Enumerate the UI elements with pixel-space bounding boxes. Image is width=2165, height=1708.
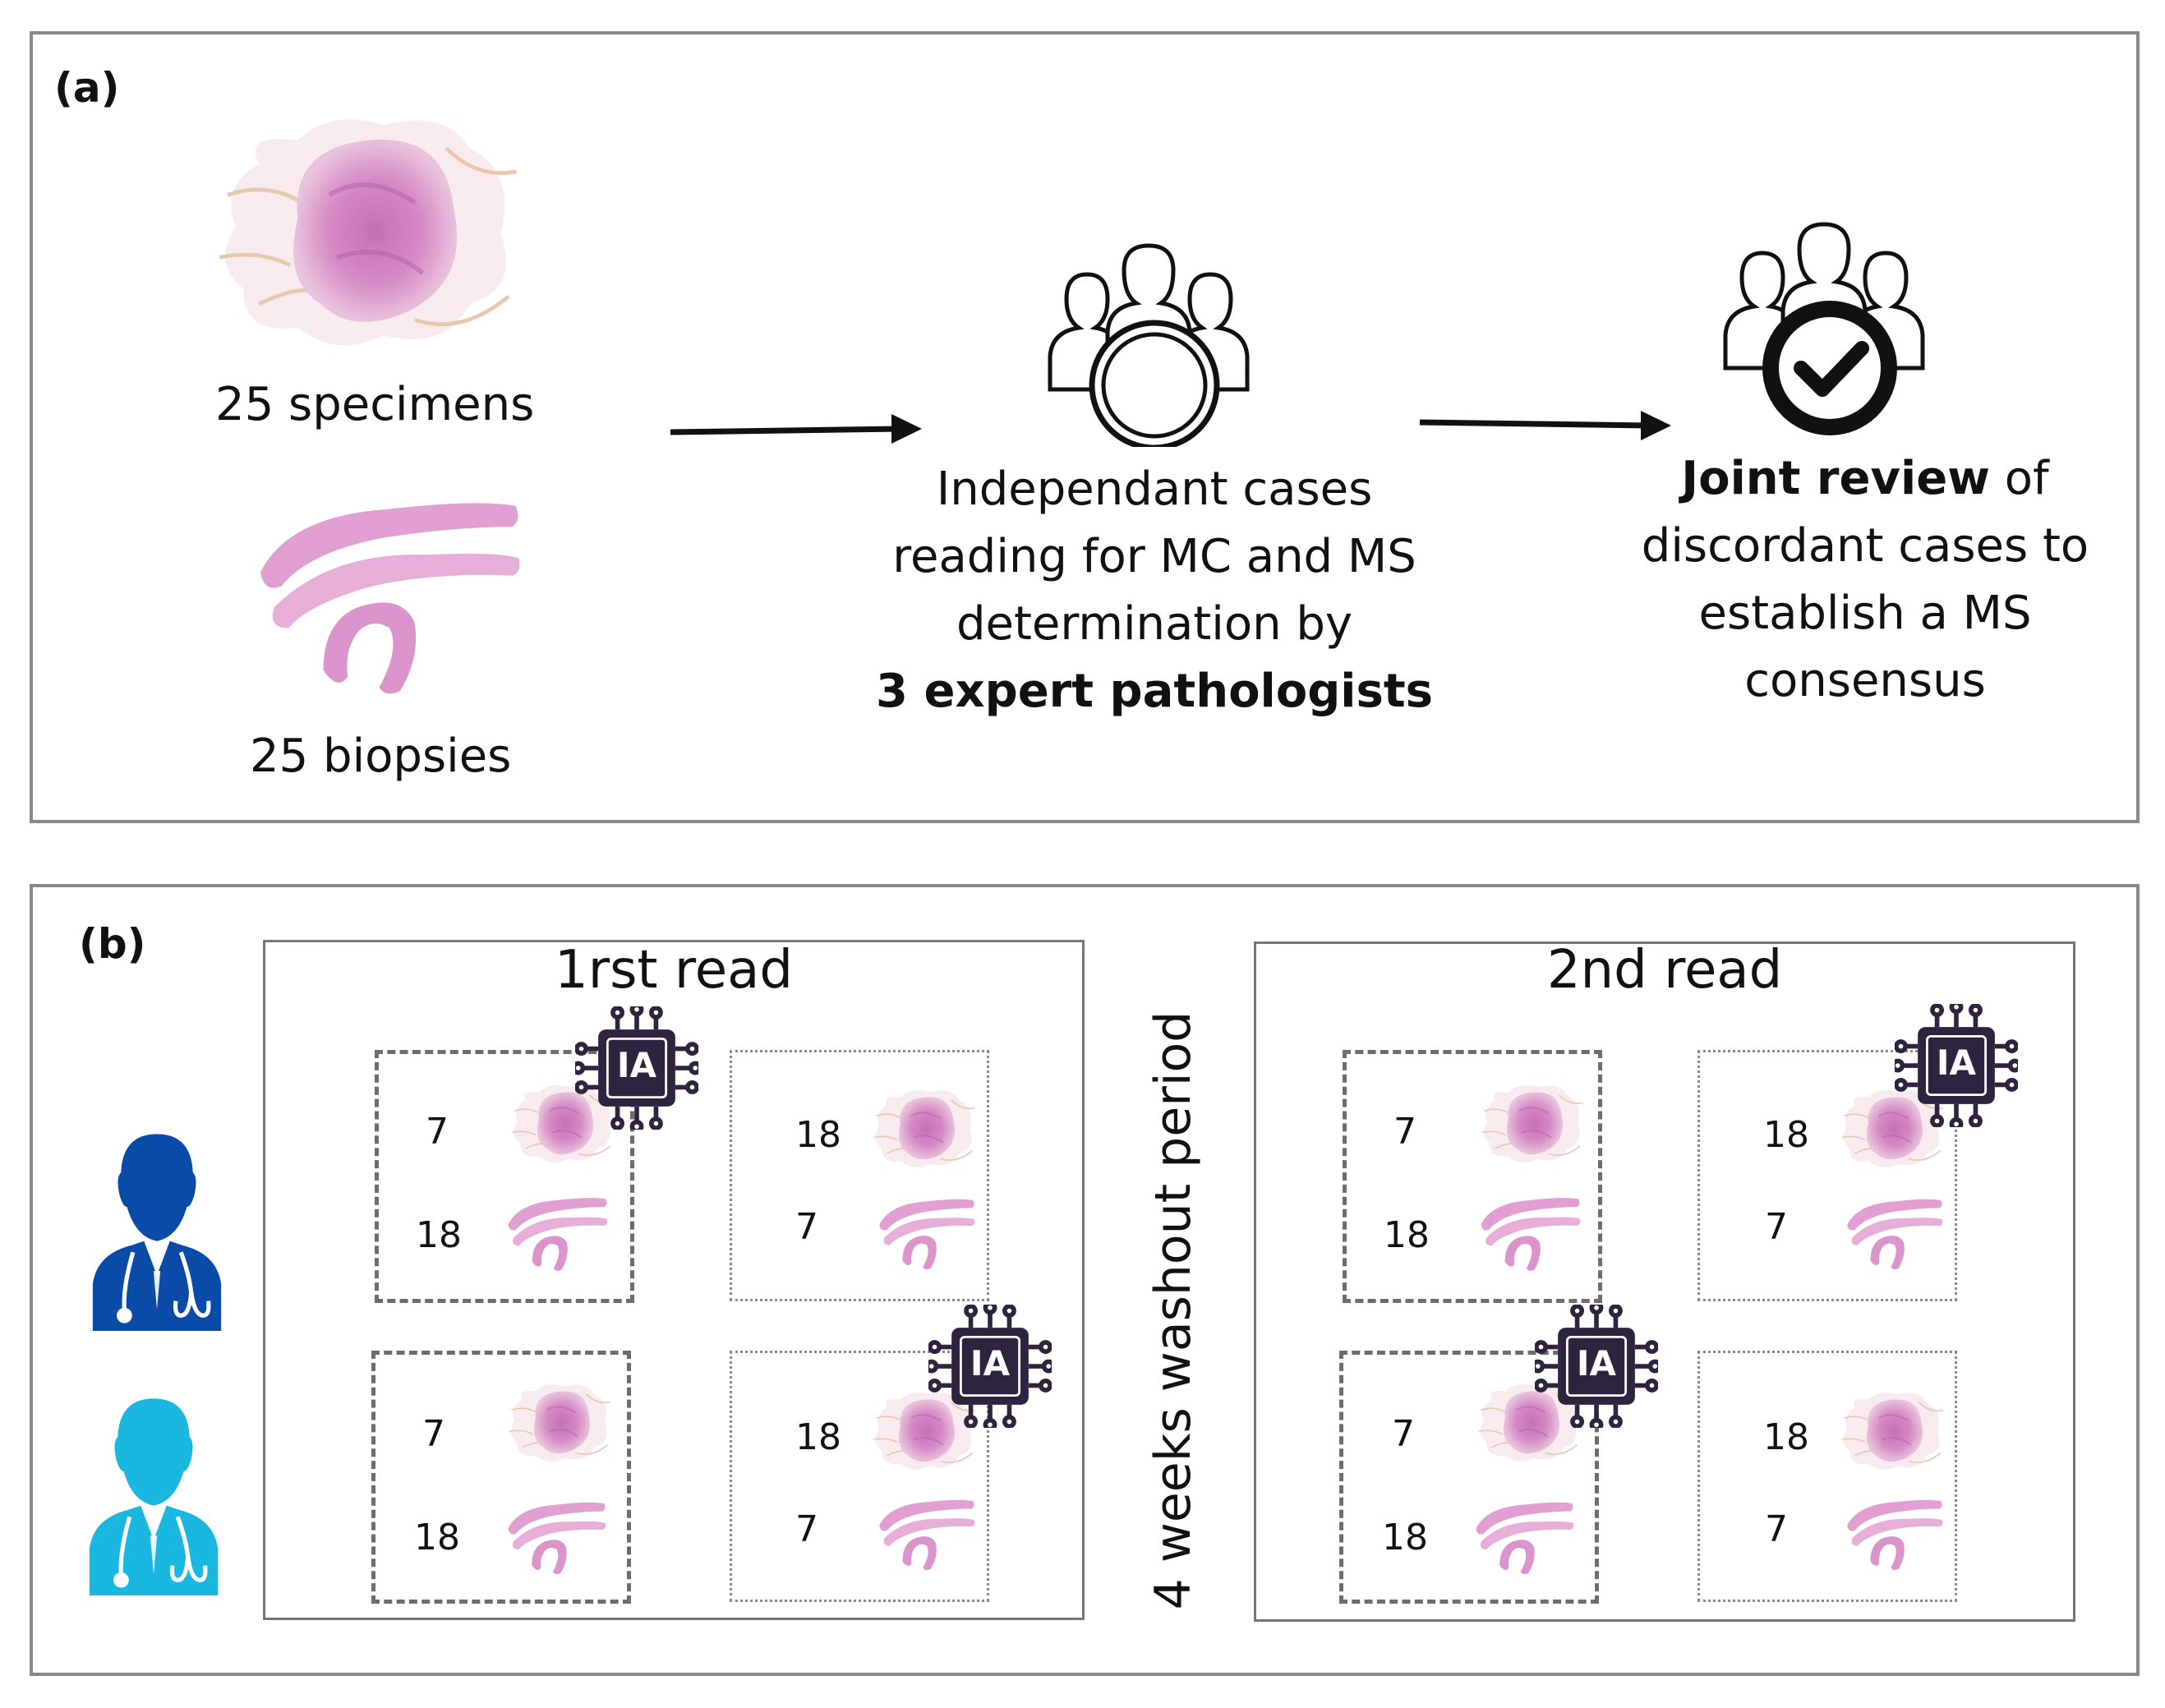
case-group-r1-br [730,1351,989,1602]
step2-description: Independant cases reading for MC and MS … [871,456,1438,725]
expert-group-icon [1042,233,1272,447]
step2-line-2: reading for MC and MS [892,530,1416,583]
case-count-bottom: 7 [795,1508,818,1550]
step3-description: Joint review of discordant cases to esta… [1610,445,2120,715]
step3-bold: Joint review [1681,452,1990,505]
case-group-r2-br [1697,1351,1957,1602]
second-read-title: 2nd read [1546,940,1783,1001]
ia-chip-label: IA [1936,1043,1977,1083]
biopsies-label: 25 biopsies [250,730,512,783]
case-group-r2-tl [1343,1050,1602,1303]
washout-period-label: 4 weeks washout period [1145,1011,1202,1610]
biopsy-thumbnail [1476,1191,1582,1273]
step3-after-bold: of [1989,452,2049,505]
second-read-box [1254,941,2075,1622]
ia-chip-label: IA [1576,1343,1617,1383]
case-count-top: 18 [1763,1416,1809,1458]
consensus-group-icon [1717,212,1947,435]
biopsy-thumbnail [1842,1492,1945,1574]
biopsy-thumbnail [503,1495,608,1577]
arrow-right-icon [1419,411,1671,440]
step3-line-1: Joint review of [1610,445,2120,513]
panel-b-label: (b) [79,920,146,968]
step3-line-4: consensus [1744,654,1986,707]
case-group-r1-tr [730,1050,989,1301]
case-count-bottom: 18 [1384,1214,1430,1256]
case-count-bottom: 7 [1765,1508,1788,1550]
case-group-r2-bl [1339,1351,1599,1604]
first-read-box [263,940,1085,1620]
first-read-title: 1rst read [555,940,793,1001]
case-group-r1-bl [371,1351,631,1604]
panel-a-label: (a) [54,64,120,112]
case-count-bottom: 18 [1382,1517,1428,1558]
biopsy-thumbnail [1842,1191,1945,1273]
biopsy-thumbnail [1471,1495,1576,1577]
case-count-top: 18 [1763,1114,1809,1156]
specimen-thumbnail [871,1083,978,1173]
pathologist-dark-icon [79,1126,235,1331]
specimens-label: 25 specimens [215,378,535,431]
step2-bold-line: 3 expert pathologists [876,665,1433,718]
step2-line-3: determination by [956,597,1353,651]
arrow-right-icon [670,414,922,444]
case-count-bottom: 18 [414,1517,460,1558]
case-count-top: 7 [426,1111,449,1153]
biopsy-thumbnail [874,1191,977,1273]
case-count-top: 7 [422,1413,445,1455]
case-count-top: 18 [795,1416,841,1458]
biopsy-thumbnail [874,1492,977,1574]
pathologist-light-icon [76,1390,232,1595]
case-count-bottom: 7 [1765,1206,1788,1248]
specimen-tissue-image [212,99,524,361]
step3-line-2: discordant cases to [1641,519,2089,573]
specimen-thumbnail [506,1377,613,1467]
case-group-r2-tr [1697,1050,1957,1301]
step3-line-3: establish a MS [1698,587,2032,640]
case-count-top: 7 [1392,1413,1415,1455]
ia-chip-label: IA [970,1343,1011,1383]
case-count-top: 7 [1393,1111,1416,1153]
case-count-bottom: 7 [795,1206,818,1248]
biopsy-tissue-image [246,486,526,700]
panel-b [30,884,2140,1676]
biopsy-thumbnail [503,1191,610,1273]
case-count-bottom: 18 [416,1214,462,1256]
step2-line-1: Independant cases [936,463,1373,516]
case-count-top: 18 [795,1114,841,1156]
ia-chip-label: IA [616,1045,657,1085]
panel-a [30,31,2140,823]
specimen-thumbnail [1839,1385,1946,1476]
case-group-r1-tl [375,1050,634,1303]
specimen-thumbnail [1479,1078,1586,1168]
